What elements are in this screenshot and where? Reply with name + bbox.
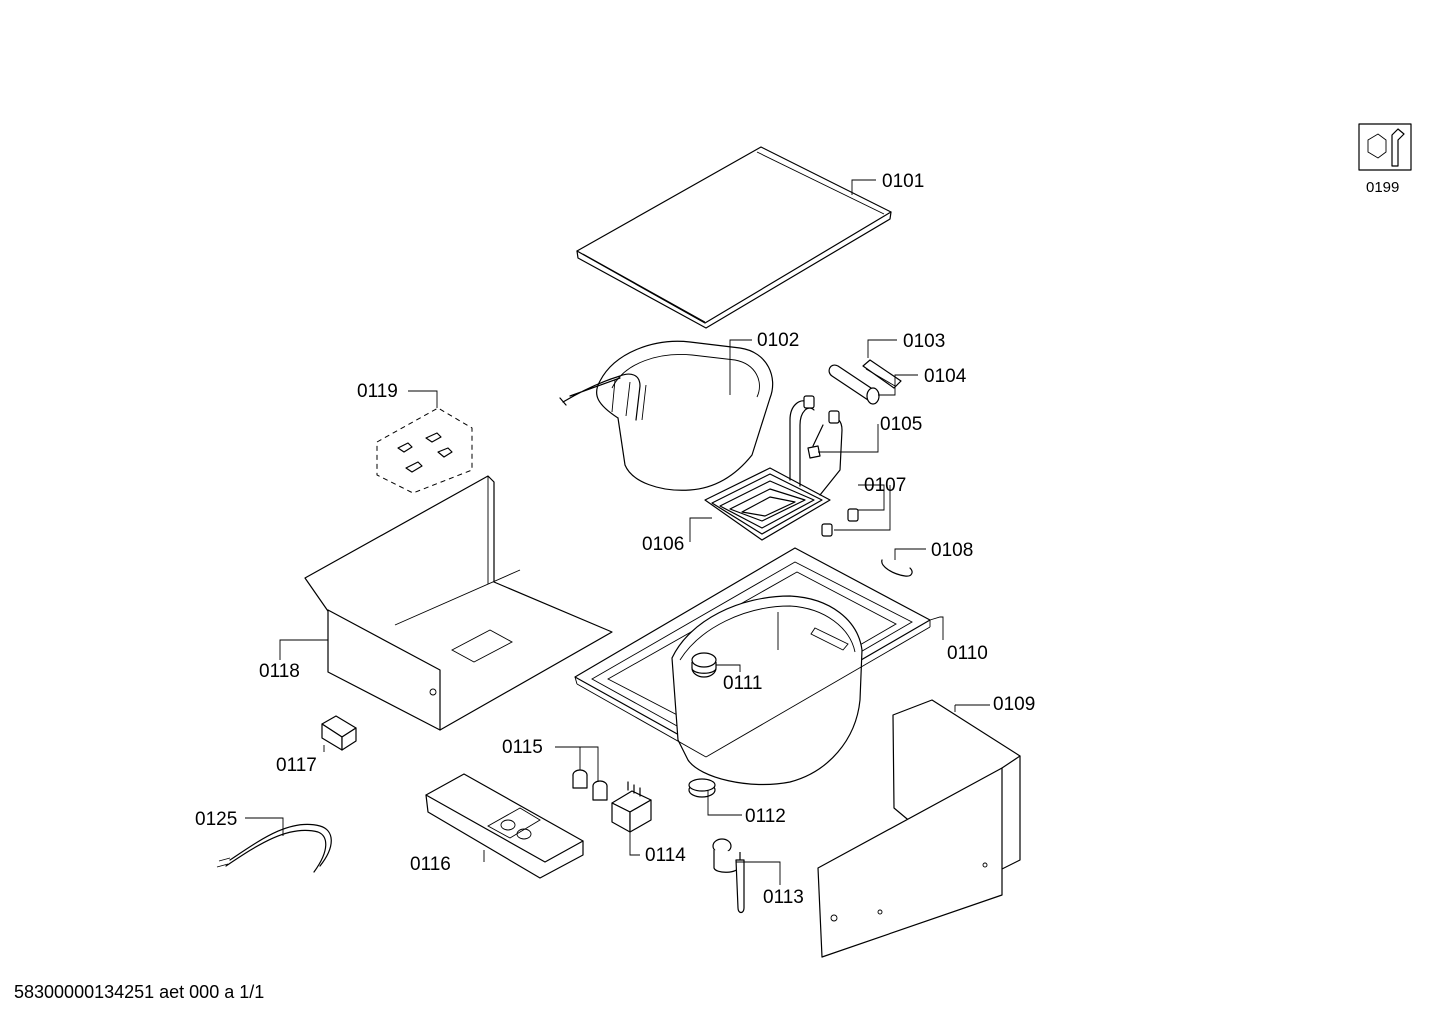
part-0110-tub-frame[interactable] — [574, 547, 931, 786]
part-0106-heating-element[interactable] — [704, 395, 843, 541]
label-0101: 0101 — [882, 171, 924, 192]
part-0112-foot[interactable] — [688, 778, 716, 798]
label-0116: 0116 — [410, 854, 451, 875]
part-labels: 0101 0102 0103 0104 0105 0106 0107 0108 … — [195, 171, 1399, 908]
part-0105-sensor[interactable] — [807, 424, 824, 459]
part-0101-lid[interactable] — [576, 146, 892, 329]
label-0108: 0108 — [931, 540, 973, 561]
wrench-nut-icon — [1358, 123, 1412, 171]
footer-doc-number: 58300000134251 aet 000 a 1/1 — [14, 982, 264, 1002]
part-0107-clips[interactable] — [821, 508, 859, 537]
label-0119: 0119 — [357, 381, 398, 402]
label-0114: 0114 — [645, 845, 686, 866]
label-0118: 0118 — [259, 661, 300, 682]
label-0113: 0113 — [763, 887, 804, 908]
part-0111-knob[interactable] — [691, 652, 717, 678]
label-0111: 0111 — [723, 673, 762, 694]
part-0115-indicator-lamps[interactable] — [572, 769, 608, 801]
part-0116-control-bracket[interactable] — [425, 773, 584, 879]
label-0105: 0105 — [880, 414, 922, 435]
part-0113-drain-valve[interactable] — [712, 838, 745, 914]
label-0103: 0103 — [903, 331, 945, 352]
label-0106: 0106 — [642, 534, 684, 555]
label-0109: 0109 — [993, 694, 1035, 715]
label-0115: 0115 — [502, 737, 543, 758]
label-0110: 0110 — [947, 643, 988, 664]
part-0125-cable[interactable] — [216, 823, 332, 873]
label-0199: 0199 — [1366, 179, 1399, 196]
part-0108-handle[interactable] — [881, 559, 913, 577]
part-0117-relay[interactable] — [321, 715, 357, 751]
part-0104-cylinder[interactable] — [828, 364, 880, 405]
tool-icon-group — [1358, 123, 1412, 171]
leader-lines — [245, 179, 990, 885]
part-0109-side-panel[interactable] — [817, 699, 1021, 958]
part-0114-thermostat[interactable] — [611, 781, 652, 833]
label-0125: 0125 — [195, 809, 237, 830]
part-0102-basket[interactable] — [559, 340, 774, 491]
label-0112: 0112 — [745, 806, 786, 827]
label-0107: 0107 — [864, 475, 906, 496]
label-0104: 0104 — [924, 366, 967, 387]
label-0117: 0117 — [276, 755, 317, 776]
part-0119-clip-set[interactable] — [376, 407, 473, 494]
label-0102: 0102 — [757, 330, 799, 351]
part-0118-housing[interactable] — [304, 475, 613, 731]
part-0103-bracket[interactable] — [862, 359, 902, 389]
